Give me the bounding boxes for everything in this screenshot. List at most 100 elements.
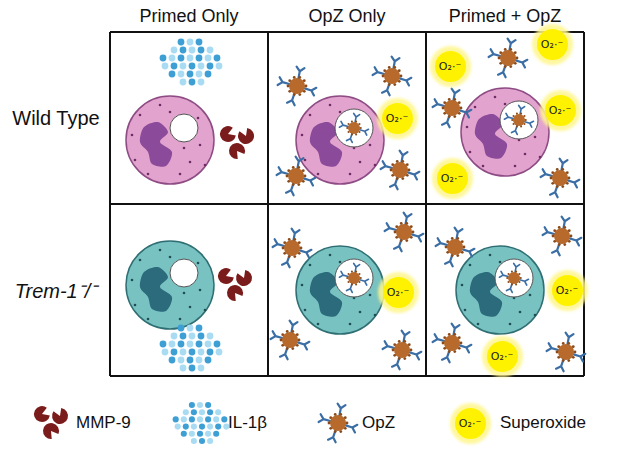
- antibody: [463, 249, 475, 257]
- lobed-nucleus: [140, 267, 172, 312]
- zymosan-spike: [298, 252, 301, 255]
- granule: [179, 318, 182, 321]
- il1b-dot: [189, 63, 196, 70]
- zymosan-core: [392, 162, 408, 178]
- antibody: [436, 238, 448, 246]
- il1b-dot: [181, 431, 187, 437]
- antibody: [286, 184, 294, 196]
- zymosan-spike: [504, 65, 507, 68]
- zymosan-spike: [286, 347, 289, 350]
- il1b-dot: [183, 409, 189, 415]
- opz-particle: [278, 67, 317, 106]
- zymosan-core: [552, 170, 568, 186]
- granule: [159, 249, 162, 252]
- lobed-nucleus: [140, 122, 172, 167]
- antibody: [278, 77, 290, 85]
- il1b-dot: [180, 47, 187, 54]
- zymosan-spike: [552, 235, 555, 238]
- il1b-dot: [207, 438, 213, 444]
- zymosan-spike: [516, 113, 518, 115]
- il1b-dot: [178, 71, 185, 78]
- granule: [329, 104, 332, 107]
- il1b-dot: [198, 79, 205, 86]
- zymosan-spike: [518, 273, 520, 275]
- zymosan-spike: [287, 180, 290, 183]
- zymosan-spike: [499, 51, 502, 54]
- zymosan-spike: [507, 281, 509, 283]
- granule: [469, 151, 472, 154]
- zymosan-spike: [300, 247, 303, 250]
- opz-particle: [381, 151, 420, 190]
- granule: [169, 111, 172, 114]
- il1b-dot: [175, 424, 181, 430]
- zymosan-spike: [568, 240, 571, 243]
- mmp9-molecule: [218, 268, 234, 284]
- il1b-dot: [207, 333, 214, 340]
- zymosan-spike: [297, 183, 300, 186]
- il1b-dot: [191, 409, 197, 415]
- zymosan-spike: [293, 255, 296, 258]
- il1b-dot: [214, 341, 221, 348]
- il1b-dot: [187, 341, 194, 348]
- zymosan-spike: [561, 185, 564, 188]
- superoxide-label: O₂·⁻: [556, 284, 578, 297]
- antibody: [360, 279, 369, 285]
- il1b-dot: [189, 79, 196, 86]
- zymosan-spike: [514, 51, 517, 54]
- zymosan-spike: [512, 123, 514, 125]
- zymosan-spike: [448, 350, 451, 353]
- granule: [359, 311, 362, 314]
- zymosan-spike: [406, 174, 409, 177]
- zymosan-spike: [396, 160, 399, 163]
- zymosan-spike: [358, 131, 360, 133]
- antibody: [290, 321, 298, 333]
- il1b-dot: [178, 325, 185, 332]
- mmp9-molecule: [238, 128, 254, 144]
- zymosan-spike: [383, 80, 386, 83]
- opz-particle: [373, 57, 412, 96]
- granule: [197, 117, 200, 120]
- antibody: [562, 217, 570, 229]
- granule: [131, 134, 134, 137]
- phagosome: [170, 259, 198, 287]
- granule: [339, 261, 342, 264]
- zymosan-spike: [281, 333, 284, 336]
- granule: [534, 136, 537, 139]
- zymosan-core: [558, 344, 574, 360]
- zymosan-spike: [566, 182, 569, 185]
- zymosan-spike: [393, 83, 396, 86]
- zymosan-core: [508, 272, 520, 284]
- il1b-dot: [197, 431, 203, 437]
- antibody: [455, 228, 463, 240]
- mmp9-molecule: [229, 143, 245, 159]
- cell-membrane: [296, 96, 384, 184]
- zymosan-spike: [358, 123, 360, 125]
- il1b-dot: [196, 341, 203, 348]
- antibody: [385, 223, 397, 231]
- antibody: [346, 425, 358, 433]
- zymosan-spike: [509, 48, 512, 51]
- granule: [359, 161, 362, 164]
- il1b-dot: [160, 55, 167, 62]
- opz-particle: [504, 105, 533, 134]
- zymosan-spike: [456, 237, 459, 240]
- antibody: [280, 348, 288, 360]
- il1b-dot: [180, 63, 187, 70]
- granule: [139, 259, 142, 262]
- zymosan-spike: [283, 241, 286, 244]
- il1b-dot: [169, 55, 176, 62]
- il1b-dot: [205, 431, 211, 437]
- granule: [309, 264, 312, 267]
- zymosan-spike: [351, 271, 353, 273]
- antibody: [445, 255, 453, 267]
- antibody: [556, 360, 564, 372]
- zymosan-spike: [557, 345, 560, 348]
- zymosan-spike: [553, 229, 556, 232]
- zymosan-spike: [453, 98, 456, 101]
- zymosan-core: [500, 50, 516, 66]
- granule: [469, 264, 472, 267]
- antibody: [408, 172, 420, 180]
- antibody: [400, 78, 412, 86]
- antibody: [383, 341, 395, 349]
- zymosan-spike: [305, 85, 308, 88]
